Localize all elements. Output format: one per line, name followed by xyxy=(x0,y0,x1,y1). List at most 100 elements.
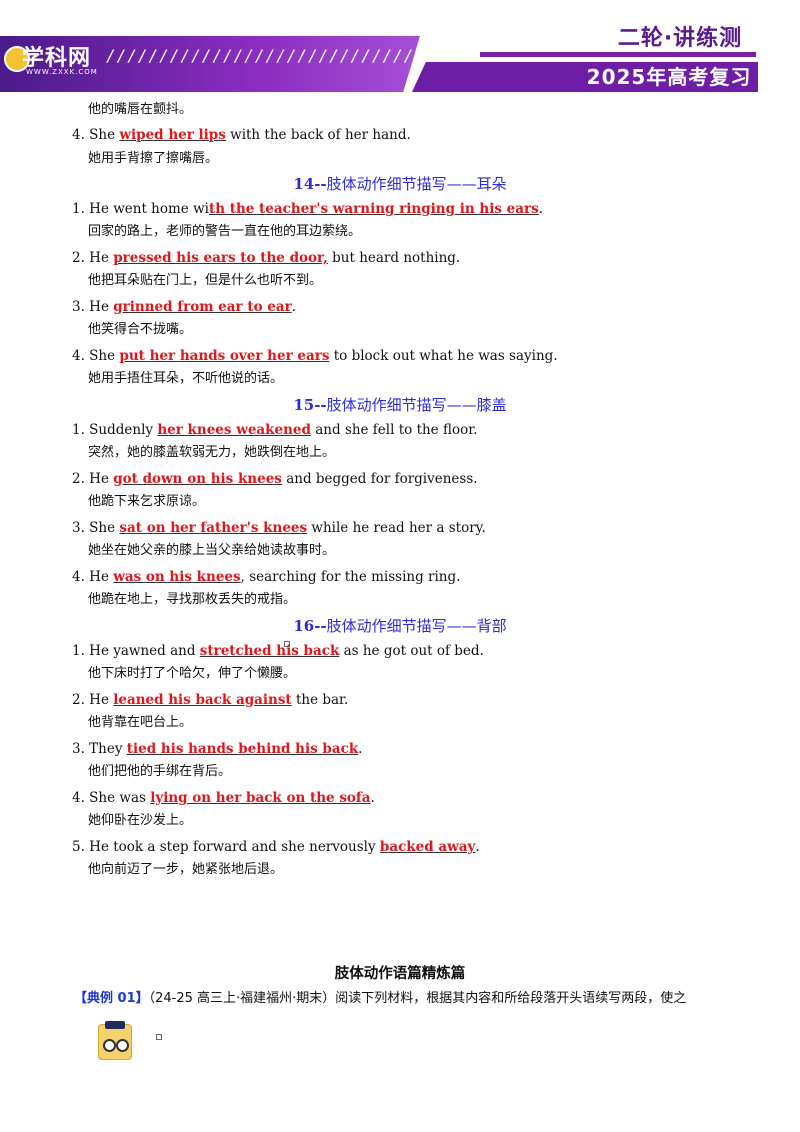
translation-line: 他跪在地上，寻找那枚丢失的戒指。 xyxy=(88,592,297,607)
translation-line: 她用手背擦了擦嘴唇。 xyxy=(88,151,219,166)
translation-line: 他把耳朵贴在门上，但是什么也听不到。 xyxy=(88,273,323,288)
example-sentence: 4. She wiped her lips with the back of h… xyxy=(72,126,411,144)
section-heading: 14--肢体动作细节描写——耳朵 xyxy=(0,174,800,194)
sentence-suffix: but heard nothing. xyxy=(327,250,461,266)
section-heading: 15--肢体动作细节描写——膝盖 xyxy=(0,395,800,415)
highlighted-phrase: stretched his back xyxy=(199,643,340,659)
sentence-prefix: 1. He went home wi xyxy=(72,201,209,217)
page-header: 学科网 WWW.ZXXK.COM ///////////////////////… xyxy=(0,0,800,100)
sentence-prefix: 4. She xyxy=(72,348,120,364)
example-tag: 【典例 01】 xyxy=(74,991,149,1006)
example-sentence: 3. He grinned from ear to ear. xyxy=(72,298,296,316)
sentence-prefix: 5. He took a step forward and she nervou… xyxy=(72,839,380,855)
glasses-icon xyxy=(103,1039,116,1052)
highlighted-phrase: put her hands over her ears xyxy=(119,348,330,364)
sentence-suffix: with the back of her hand. xyxy=(225,127,411,143)
example-sentence: 1. He went home with the teacher's warni… xyxy=(72,200,543,218)
example-sentence: 5. He took a step forward and she nervou… xyxy=(72,838,480,856)
sentence-suffix: while he read her a story. xyxy=(307,520,486,536)
brand-logo: 学科网 WWW.ZXXK.COM xyxy=(4,40,97,80)
section-number: 14-- xyxy=(293,175,327,193)
translation-line: 她坐在她父亲的膝上当父亲给她读故事时。 xyxy=(88,543,336,558)
sentence-suffix: and she fell to the floor. xyxy=(310,422,478,438)
example-sentence: 2. He got down on his knees and begged f… xyxy=(72,470,478,488)
sentence-prefix: 4. She xyxy=(72,127,120,143)
graduation-cap-icon xyxy=(105,1021,125,1029)
sentence-prefix: 3. She xyxy=(72,520,120,536)
section-heading: 16--肢体动作细节描写——背部 xyxy=(0,616,800,636)
highlighted-phrase: pressed his ears to the door, xyxy=(113,250,328,266)
translation-line: 她仰卧在沙发上。 xyxy=(88,813,193,828)
highlighted-phrase: wiped her lips xyxy=(119,127,226,143)
highlighted-phrase: backed away xyxy=(379,839,476,855)
sentence-prefix: 2. He xyxy=(72,471,114,487)
example-sentence: 4. He was on his knees, searching for th… xyxy=(72,568,460,586)
scholar-avatar-icon xyxy=(98,1021,132,1060)
translation-line: 他背靠在吧台上。 xyxy=(88,715,193,730)
example-intro: 【典例 01】（24-25 高三上·福建福州·期末）阅读下列材料，根据其内容和所… xyxy=(74,990,686,1008)
series-title: 二轮·讲练测 xyxy=(617,26,743,51)
header-decoration: ///////////////////////////// xyxy=(106,46,415,65)
sentence-suffix: . xyxy=(538,201,543,217)
translation-line: 他跪下来乞求原谅。 xyxy=(88,494,206,509)
logo-mark-icon xyxy=(4,46,30,72)
glasses-icon xyxy=(116,1039,129,1052)
highlighted-phrase: leaned his back against xyxy=(113,692,292,708)
sentence-suffix: . xyxy=(358,741,363,757)
translation-line: 他下床时打了个哈欠，伸了个懒腰。 xyxy=(88,666,297,681)
section-title: 肢体动作细节描写——膝盖 xyxy=(326,396,507,414)
sentence-prefix: 3. They xyxy=(72,741,127,757)
logo-text: 学科网 xyxy=(22,46,92,71)
section-title: 肢体动作细节描写——耳朵 xyxy=(326,175,507,193)
translation-line: 她用手捂住耳朵，不听他说的话。 xyxy=(88,371,284,386)
sentence-prefix: 4. He xyxy=(72,569,114,585)
translation-line: 他的嘴唇在颤抖。 xyxy=(88,102,193,117)
sentence-suffix: to block out what he was saying. xyxy=(329,348,558,364)
sentence-prefix: 3. He xyxy=(72,299,114,315)
sentence-prefix: 2. He xyxy=(72,250,114,266)
highlighted-phrase: th the teacher's warning ringing in his … xyxy=(208,201,539,217)
sentence-suffix: , searching for the missing ring. xyxy=(240,569,461,585)
example-sentence: 4. She was lying on her back on the sofa… xyxy=(72,789,375,807)
translation-line: 回家的路上，老师的警告一直在他的耳边萦绕。 xyxy=(88,224,362,239)
anchor-marker-icon xyxy=(284,641,290,647)
translation-line: 他们把他的手绑在背后。 xyxy=(88,764,232,779)
example-sentence: 4. She put her hands over her ears to bl… xyxy=(72,347,558,365)
example-sentence: 3. They tied his hands behind his back. xyxy=(72,740,362,758)
sentence-prefix: 2. He xyxy=(72,692,114,708)
example-sentence: 2. He leaned his back against the bar. xyxy=(72,691,348,709)
sentence-suffix: . xyxy=(475,839,480,855)
sentence-suffix: the bar. xyxy=(291,692,349,708)
example-sentence: 2. He pressed his ears to the door, but … xyxy=(72,249,460,267)
header-banner-right xyxy=(412,62,758,92)
example-sentence: 1. He yawned and stretched his back as h… xyxy=(72,642,484,660)
year-title: 2025年高考复习 xyxy=(586,65,752,89)
section-number: 15-- xyxy=(293,396,327,414)
logo-url: WWW.ZXXK.COM xyxy=(26,68,98,76)
sentence-prefix: 4. She was xyxy=(72,790,151,806)
highlighted-phrase: grinned from ear to ear xyxy=(113,299,292,315)
highlighted-phrase: sat on her father's knees xyxy=(119,520,308,536)
sentence-suffix: . xyxy=(370,790,375,806)
highlighted-phrase: tied his hands behind his back xyxy=(126,741,359,757)
anchor-marker-icon xyxy=(156,1034,162,1040)
highlighted-phrase: got down on his knees xyxy=(113,471,282,487)
highlighted-phrase: her knees weakened xyxy=(157,422,311,438)
sentence-suffix: as he got out of bed. xyxy=(339,643,484,659)
sentence-prefix: 1. He yawned and xyxy=(72,643,200,659)
header-banner xyxy=(0,36,420,92)
section-title: 肢体动作细节描写——背部 xyxy=(326,617,507,635)
sentence-prefix: 1. Suddenly xyxy=(72,422,158,438)
highlighted-phrase: was on his knees xyxy=(113,569,241,585)
section-number: 16-- xyxy=(293,617,327,635)
example-sentence: 3. She sat on her father's knees while h… xyxy=(72,519,486,537)
sentence-suffix: . xyxy=(291,299,297,315)
example-text: （24-25 高三上·福建福州·期末）阅读下列材料，根据其内容和所给段落开头语续… xyxy=(148,991,687,1006)
translation-line: 突然，她的膝盖软弱无力，她跌倒在地上。 xyxy=(88,445,336,460)
highlighted-phrase: lying on her back on the sofa xyxy=(150,790,371,806)
sentence-suffix: and begged for forgiveness. xyxy=(281,471,478,487)
header-divider xyxy=(480,52,756,57)
translation-line: 他笑得合不拢嘴。 xyxy=(88,322,193,337)
translation-line: 他向前迈了一步，她紧张地后退。 xyxy=(88,862,284,877)
example-sentence: 1. Suddenly her knees weakened and she f… xyxy=(72,421,478,439)
